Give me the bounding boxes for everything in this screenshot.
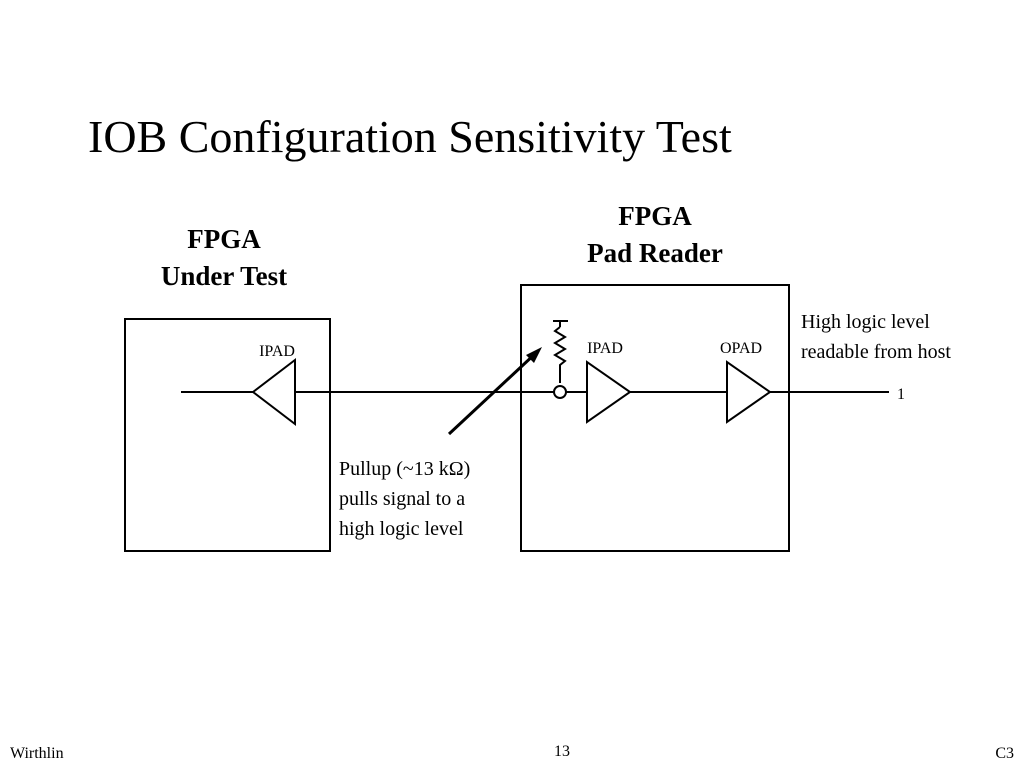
footer-page-number: 13 (554, 743, 570, 760)
pad-reader-heading-line1: FPGA (618, 201, 692, 231)
pad-reader-opad-label: OPAD (720, 340, 762, 357)
pad-reader-opad-buffer (726, 360, 772, 424)
under-test-ipad-label: IPAD (259, 343, 295, 360)
pullup-note-line1: Pullup (~13 kΩ) (339, 458, 470, 480)
pullup-note-line2: pulls signal to a (339, 488, 465, 510)
under-test-heading-line2: Under Test (161, 261, 287, 291)
pad-reader-ipad-buffer (586, 360, 632, 424)
pad-reader-ipad-label: IPAD (587, 340, 623, 357)
output-value: 1 (897, 386, 905, 403)
under-test-heading-line1: FPGA (187, 224, 261, 254)
pullup-resistor-icon (553, 320, 568, 399)
high-logic-note-line1: High logic level (801, 311, 930, 333)
footer-section: C3 (995, 745, 1014, 762)
pullup-note-line3: high logic level (339, 518, 464, 540)
slide-title: IOB Configuration Sensitivity Test (88, 111, 732, 162)
pullup-arrow-icon (447, 347, 542, 436)
pad-reader-box (520, 284, 790, 552)
pad-reader-heading-line2: Pad Reader (587, 238, 723, 268)
high-logic-note-line2: readable from host (801, 341, 951, 363)
footer-author: Wirthlin (10, 745, 64, 762)
under-test-box (124, 318, 331, 552)
under-test-ipad-buffer (251, 357, 296, 427)
